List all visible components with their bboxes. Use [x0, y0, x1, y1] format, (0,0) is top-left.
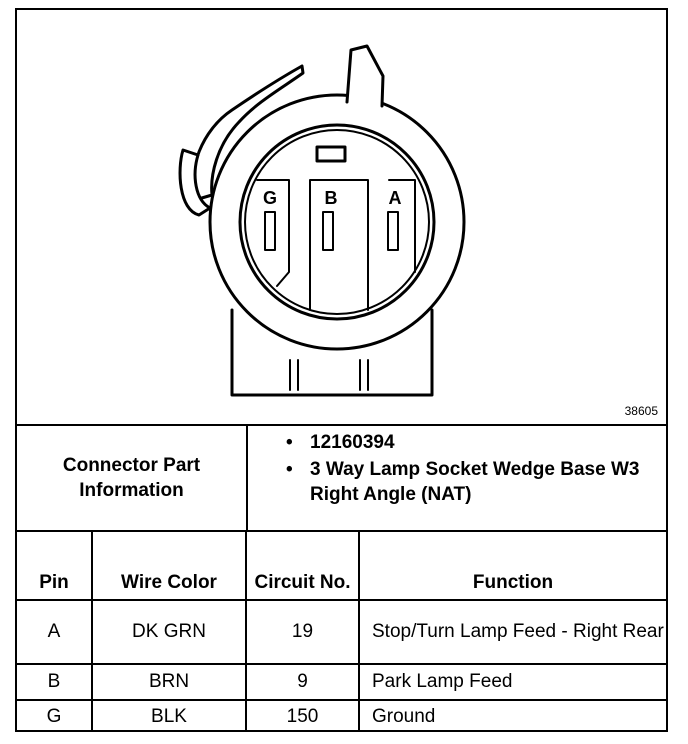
- top-key: [315, 145, 347, 163]
- pin-table-header: Pin Wire Color Circuit No. Function: [17, 532, 666, 601]
- top-tab: [345, 44, 385, 108]
- cell-function: Stop/Turn Lamp Feed - Right Rear: [358, 599, 666, 665]
- connector-info-row: Connector Part Information 12160394 3 Wa…: [17, 426, 666, 532]
- table-row: A DK GRN 19 Stop/Turn Lamp Feed - Right …: [17, 599, 666, 665]
- slot-g: [264, 211, 276, 251]
- header-pin: Pin: [17, 532, 93, 601]
- part-description: 3 Way Lamp Socket Wedge Base W3 Right An…: [286, 457, 666, 507]
- cavity-b: [309, 179, 369, 311]
- connector-drawing: G B A: [178, 44, 466, 397]
- inner-ring-face: [244, 129, 430, 315]
- connector-sheet: G B A 38605 Connector Part Information 1…: [15, 8, 668, 732]
- pin-table: Pin Wire Color Circuit No. Function A DK…: [17, 532, 666, 732]
- cell-pin: G: [17, 699, 93, 732]
- pin-label-a: A: [389, 188, 402, 208]
- figure-id: 38605: [624, 404, 658, 418]
- cell-circuit: 150: [245, 699, 360, 732]
- cell-wire-color: DK GRN: [91, 599, 247, 665]
- cell-function: Park Lamp Feed: [358, 663, 666, 701]
- connector-info-label: Connector Part Information: [17, 426, 248, 530]
- slot-b: [322, 211, 334, 251]
- header-wire-color: Wire Color: [91, 532, 247, 601]
- pin-label-b: B: [325, 188, 338, 208]
- cell-circuit: 19: [245, 599, 360, 665]
- connector-diagram: G B A 38605: [17, 10, 666, 426]
- cell-circuit: 9: [245, 663, 360, 701]
- cell-pin: A: [17, 599, 93, 665]
- table-row: B BRN 9 Park Lamp Feed: [17, 663, 666, 701]
- housing-ribs: [289, 359, 369, 391]
- cell-wire-color: BLK: [91, 699, 247, 732]
- header-circuit: Circuit No.: [245, 532, 360, 601]
- cell-wire-color: BRN: [91, 663, 247, 701]
- pin-label-g: G: [263, 188, 277, 208]
- part-number: 12160394: [286, 430, 666, 455]
- cavity-a: [388, 179, 416, 273]
- lock-arm: [191, 64, 305, 202]
- connector-info-label-line2: Information: [79, 480, 184, 501]
- housing-body: [230, 308, 434, 397]
- header-function: Function: [358, 532, 666, 601]
- cell-pin: B: [17, 663, 93, 701]
- connector-info-label-line1: Connector Part: [62, 455, 201, 476]
- table-row: G BLK 150 Ground: [17, 699, 666, 732]
- slot-a: [387, 211, 399, 251]
- cell-function: Ground: [358, 699, 666, 732]
- cavity-g: [256, 179, 290, 287]
- connector-info-list: 12160394 3 Way Lamp Socket Wedge Base W3…: [248, 426, 666, 534]
- lock-arm-hook: [178, 148, 212, 217]
